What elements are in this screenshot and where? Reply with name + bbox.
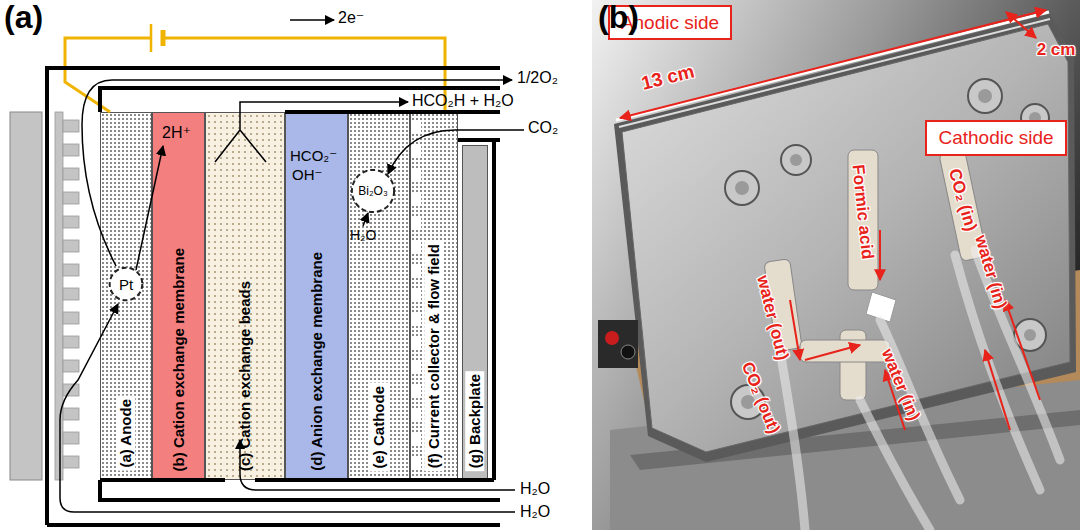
anode-backplate	[10, 112, 42, 480]
dimension-label: 2 cm	[1037, 41, 1076, 60]
cell-frame	[47, 68, 500, 525]
backplate-layer: (g) Backplate	[462, 145, 488, 480]
reactant-label: CO₂	[528, 119, 558, 137]
dimension-arrow	[620, 10, 1046, 118]
catalyst-label: Pt	[119, 276, 133, 293]
dimension-label: 13 cm	[639, 61, 696, 94]
box-label: Cathodic side	[938, 127, 1053, 149]
port-label: water (out)	[752, 274, 791, 363]
flow-arrows	[790, 230, 1040, 430]
layer-label: (a) Anode	[117, 396, 136, 471]
side-label-box: Cathodic side	[925, 120, 1067, 156]
membrane-layer: (b) Cation exchange membrane	[152, 112, 205, 480]
flow-lines	[60, 20, 524, 512]
port-label: CO₂ (out)	[737, 359, 783, 436]
collector-teeth	[411, 122, 421, 468]
anode-flow-field	[55, 112, 79, 480]
reactant-label: H₂O	[520, 503, 550, 521]
circuit-wire	[65, 38, 445, 112]
battery-symbol	[151, 24, 163, 52]
panel-letter: (a)	[4, 0, 43, 35]
reactant-label: H₂O	[350, 228, 376, 243]
layer-label: (d) Anion exchange membrane	[308, 252, 325, 471]
cathode-layer: Bi₂O₃ (e) Cathode	[348, 112, 410, 480]
ion-label: HCO₂⁻	[290, 148, 337, 165]
port-label: CO₂ (in)	[944, 167, 980, 234]
ion-label: OH⁻	[292, 167, 322, 184]
reactant-label: H₂O	[520, 480, 550, 498]
beads-layer: (c) Cation exchange beads	[205, 112, 285, 480]
cell-photo	[592, 0, 1080, 530]
dimension-arrow	[1006, 12, 1036, 38]
catalyst-label: Bi₂O₃	[358, 184, 388, 198]
banana-jacks	[598, 320, 638, 368]
layer-label: (c) Cation exchange beads	[237, 281, 254, 471]
layer-label: (f) Current collector & flow field	[425, 241, 444, 471]
port-label: water (in)	[971, 233, 1010, 311]
layer-label: (g) Backplate	[466, 371, 485, 471]
panel-letter: (b)	[598, 0, 639, 35]
layer-label: (b) Cation exchange membrane	[170, 248, 187, 471]
product-label: HCO₂H + H₂O	[412, 92, 514, 110]
catalyst-circle: Bi₂O₃	[351, 169, 395, 213]
electron-label: 2e⁻	[338, 9, 364, 27]
collector-layer: (f) Current collector & flow field	[410, 112, 458, 480]
port-label: Formic acid	[848, 164, 877, 261]
product-label: 1/2O₂	[517, 69, 558, 87]
layer-label: (e) Cathode	[370, 383, 389, 472]
catalyst-circle: Pt	[109, 267, 143, 301]
port-label: water (in)	[877, 346, 923, 423]
anode-layer: Pt (a) Anode	[100, 112, 152, 480]
ion-label: 2H⁺	[162, 124, 191, 142]
